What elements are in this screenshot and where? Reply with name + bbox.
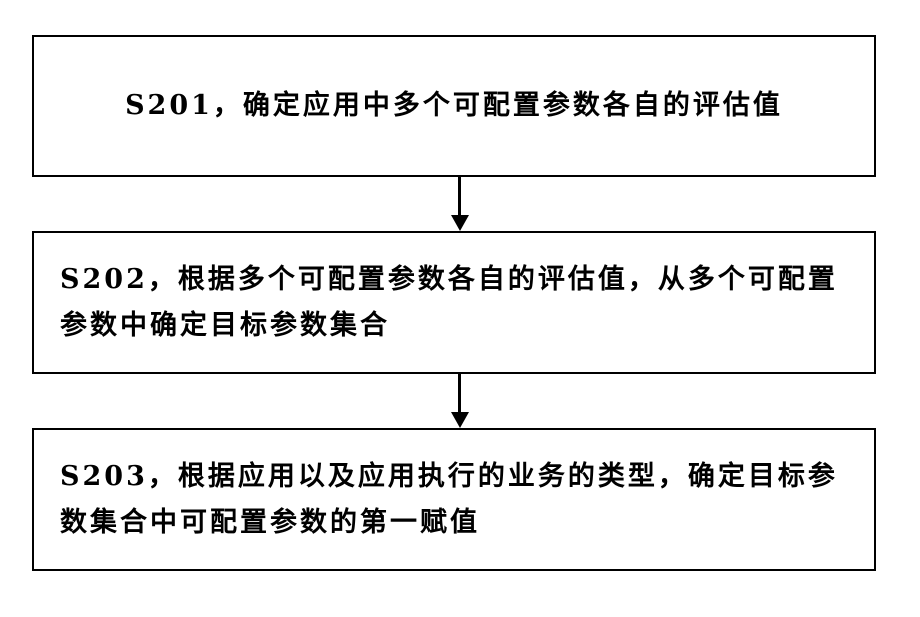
step-text-s202: S202，根据多个可配置参数各自的评估值，从多个可配置参数中确定目标参数集合 xyxy=(34,257,874,349)
step-text-s203: S203，根据应用以及应用执行的业务的类型，确定目标参数集合中可配置参数的第一赋… xyxy=(34,454,874,546)
arrow-shaft xyxy=(458,177,461,217)
arrow-head-icon xyxy=(451,412,469,428)
step-box-s202: S202，根据多个可配置参数各自的评估值，从多个可配置参数中确定目标参数集合 xyxy=(32,231,876,374)
arrow-s201-to-s202 xyxy=(451,177,469,231)
arrow-s202-to-s203 xyxy=(451,374,469,428)
step-box-s203: S203，根据应用以及应用执行的业务的类型，确定目标参数集合中可配置参数的第一赋… xyxy=(32,428,876,571)
arrow-head-icon xyxy=(451,215,469,231)
step-box-s201: S201，确定应用中多个可配置参数各自的评估值 xyxy=(32,35,876,177)
step-text-s201: S201，确定应用中多个可配置参数各自的评估值 xyxy=(99,83,809,129)
arrow-shaft xyxy=(458,374,461,414)
